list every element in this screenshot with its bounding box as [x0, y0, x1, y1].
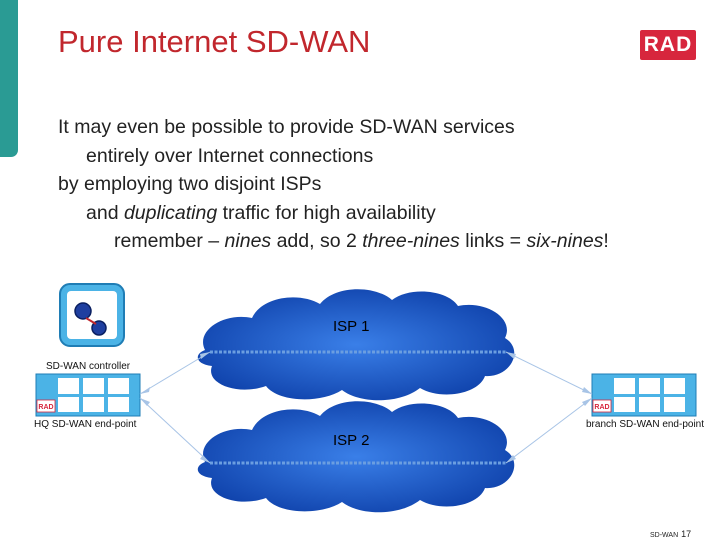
accent-bar [0, 0, 18, 157]
bullet-text: It may even be possible to provide SD-WA… [58, 113, 609, 256]
text-span: and [86, 201, 124, 224]
slide-title: Pure Internet SD-WAN [58, 24, 371, 59]
emphasis-text: nines [224, 230, 272, 252]
bullet-line-1: It may even be possible to provide SD-WA… [58, 116, 515, 138]
text-span: links = [459, 230, 527, 252]
emphasis-text: six-nines [526, 230, 604, 252]
footer-label: SD-WAN [650, 532, 679, 539]
text-span: add, so 2 [271, 230, 363, 252]
isp1-cloud [197, 289, 515, 401]
text-span: remember – [114, 230, 225, 252]
bullet-line-2: entirely over Internet connections [86, 144, 374, 167]
bullet-line-4: and duplicating traffic for high availab… [58, 199, 609, 228]
connection-lines [139, 351, 593, 464]
device-badge: RAD [38, 404, 53, 411]
bullet-line-3: by employing two disjoint ISPs [58, 173, 322, 195]
bullet-line-5: remember – nines add, so 2 three-nines l… [58, 227, 609, 256]
branch-endpoint-label: branch SD-WAN end-point [586, 419, 705, 430]
text-span: traffic for high availability [217, 201, 436, 224]
branch-device-icon: RAD [591, 373, 697, 417]
rad-logo: RAD [640, 30, 696, 60]
isp2-cloud [197, 401, 515, 513]
hq-device-icon: RAD [35, 373, 141, 417]
emphasis-text: three-nines [362, 230, 460, 252]
device-badge: RAD [594, 404, 609, 411]
arrowheads [140, 352, 592, 463]
isp2-label: ISP 2 [333, 432, 370, 449]
controller-icon [59, 283, 125, 347]
emphasis-text: duplicating [123, 201, 218, 224]
hq-endpoint-label: HQ SD-WAN end-point [34, 419, 137, 430]
text-span: ! [603, 230, 609, 252]
controller-label: SD-WAN controller [46, 361, 131, 372]
isp1-label: ISP 1 [333, 318, 370, 335]
page-number: 17 [681, 529, 692, 539]
